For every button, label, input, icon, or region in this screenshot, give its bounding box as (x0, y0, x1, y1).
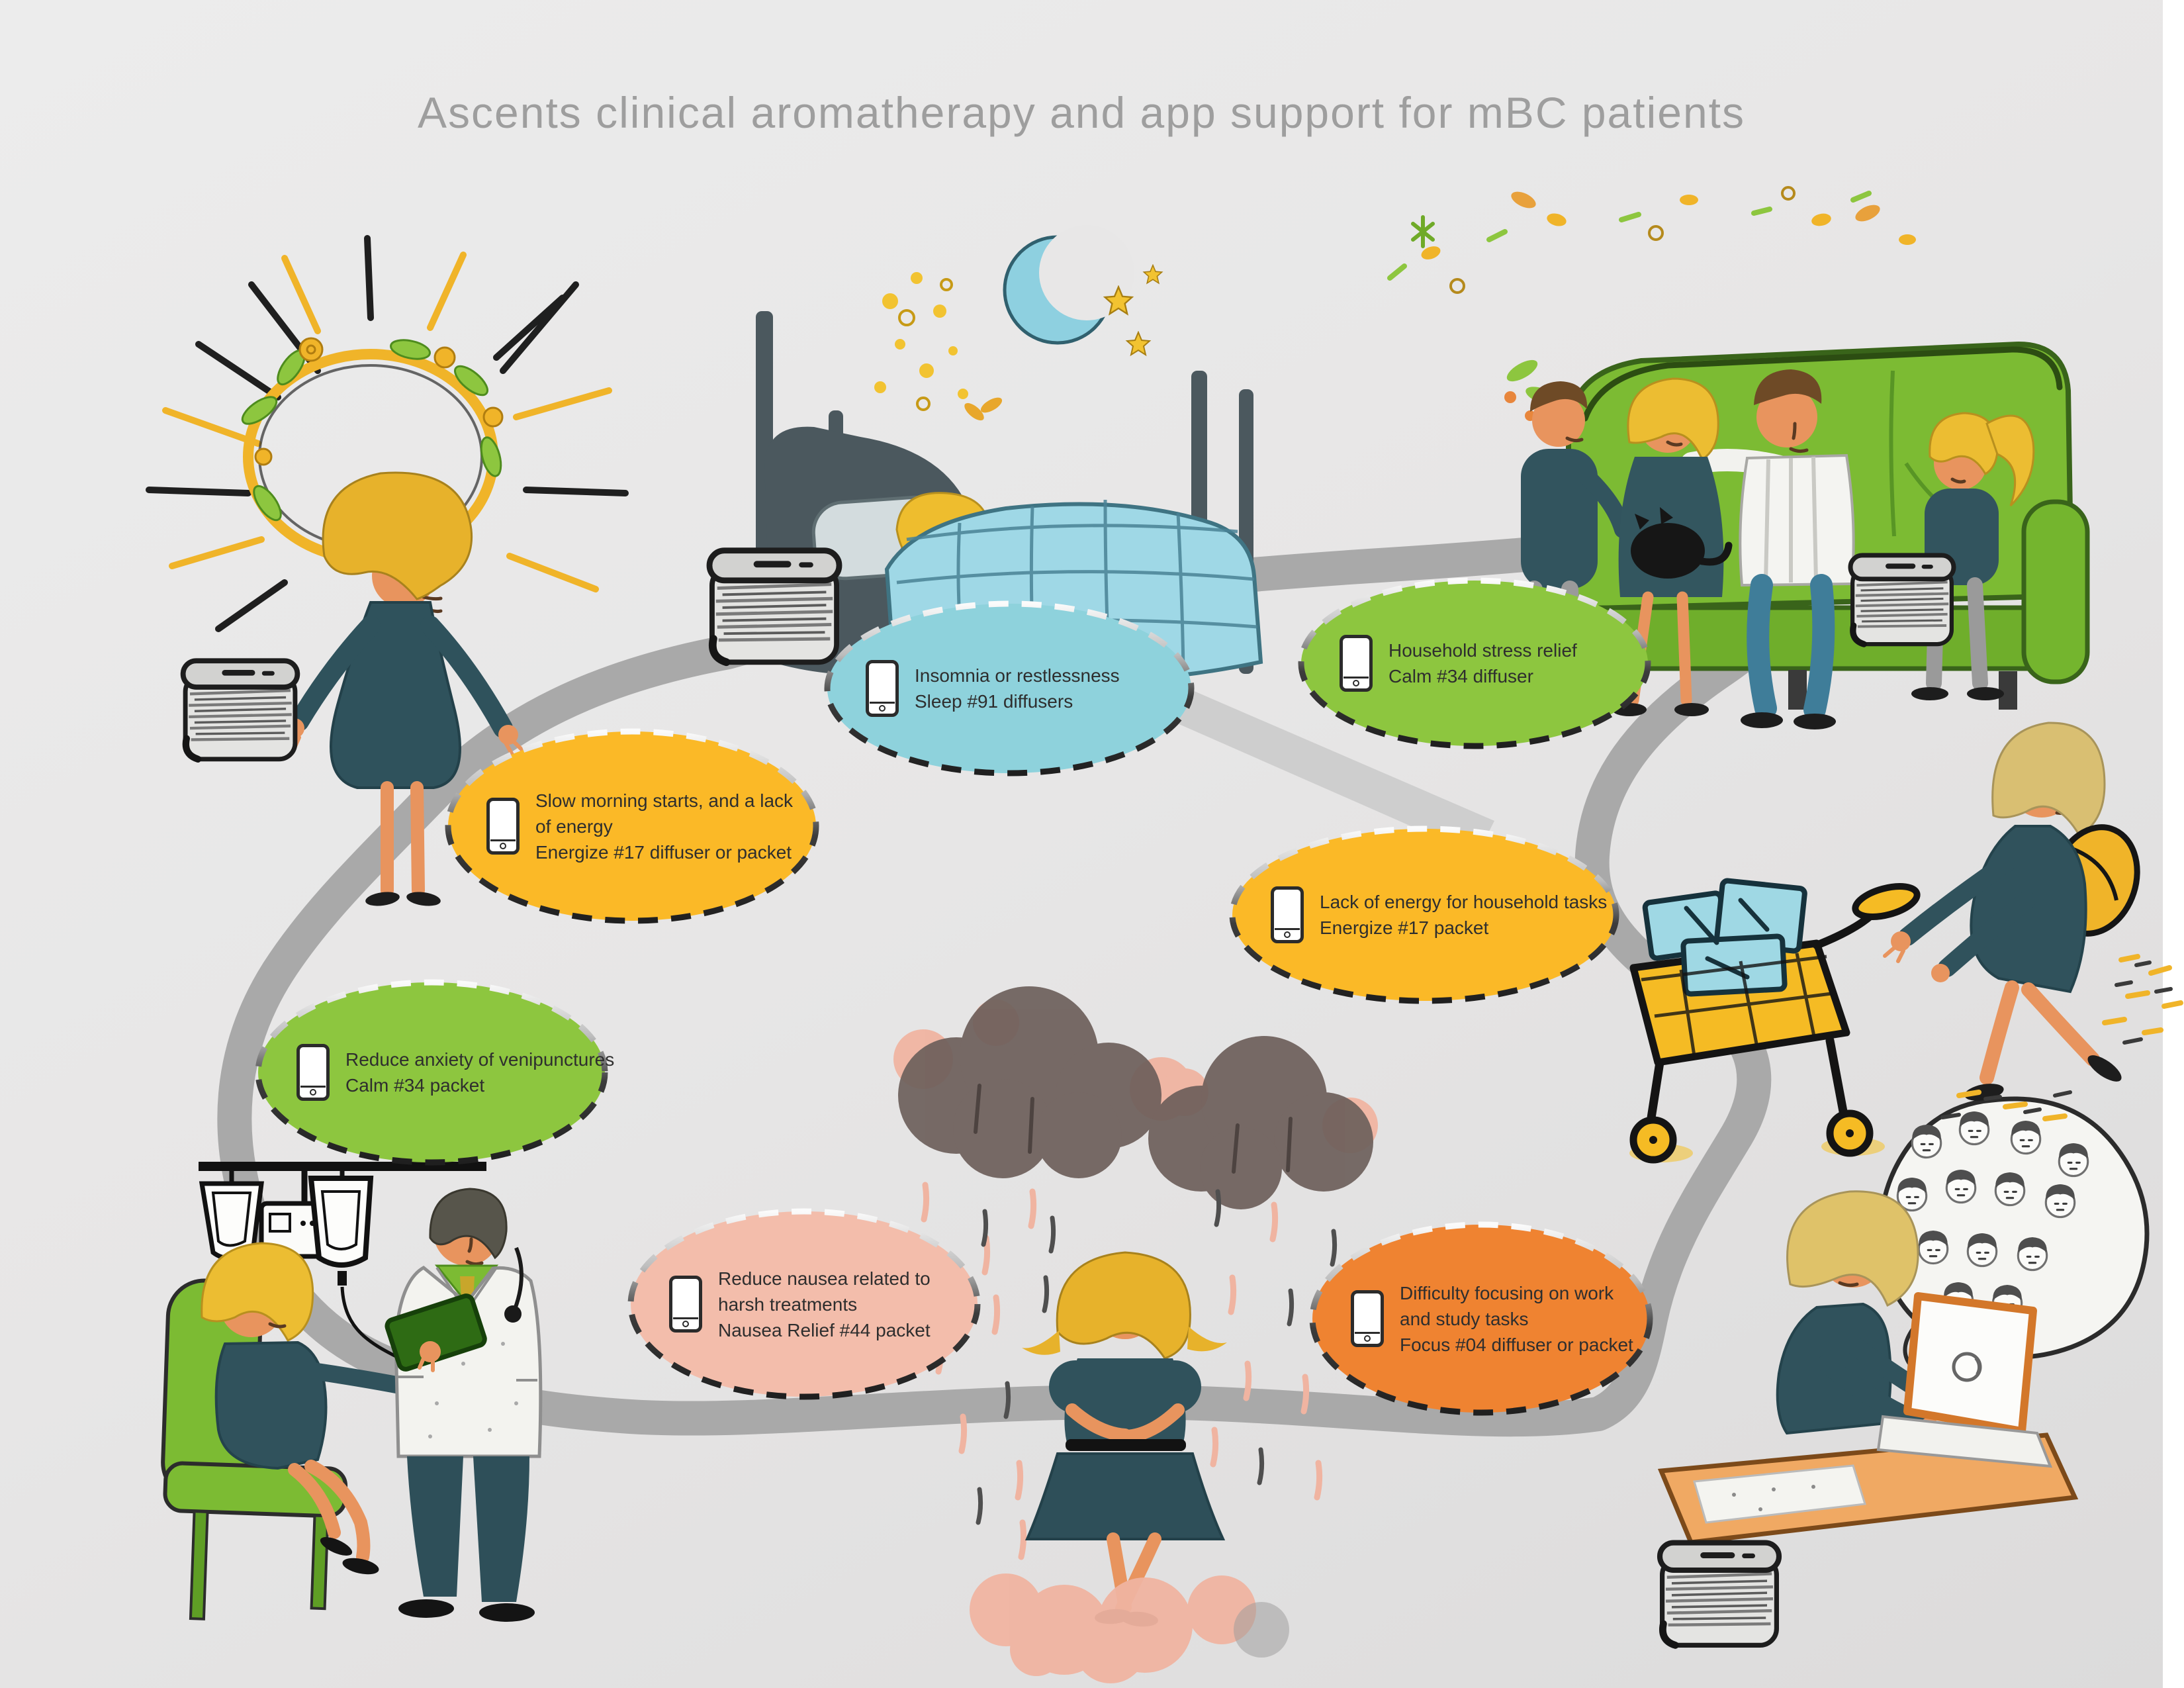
cart-packages (1642, 878, 1807, 997)
rain-clouds (893, 986, 1378, 1209)
mother-with-cat (1612, 377, 1733, 716)
star-icon (1143, 264, 1163, 284)
bubble-nausea-shape (627, 1208, 981, 1400)
star-icon (1126, 332, 1150, 355)
bubble-household-shape (1298, 577, 1651, 749)
bubble-insomnia-text: Insomnia or restlessness Sleep #91 diffu… (915, 663, 1120, 714)
bubble-slow-morning: Slow morning starts, and a lack of energ… (448, 731, 816, 921)
product-label: Sleep #91 diffusers (915, 691, 1073, 712)
product-label: Energize #17 packet (1320, 917, 1489, 938)
scene-focus-desk (1660, 1096, 2150, 1646)
scene-infusion-clinic (161, 1162, 543, 1622)
bubble-focus-text: Difficulty focusing on work and study ta… (1400, 1280, 1633, 1358)
sparkle-trail (1940, 954, 2183, 1121)
smartphone-icon (296, 1044, 330, 1101)
laptop-base (1876, 1415, 2053, 1468)
black-cat (1631, 507, 1733, 579)
product-label: Nausea Relief #44 packet (718, 1319, 931, 1340)
diffuser-device (1850, 555, 1954, 644)
bubble-venipuncture-shape (255, 979, 608, 1166)
bubble-nausea: Reduce nausea related to harsh treatment… (631, 1211, 978, 1397)
laptop-screen (1903, 1292, 2037, 1435)
bubble-insomnia: Insomnia or restlessness Sleep #91 diffu… (827, 604, 1191, 773)
sad-woman (1022, 1251, 1227, 1627)
scene-errands-cart (1629, 722, 2183, 1164)
confetti (1387, 186, 1916, 294)
doctor (385, 1188, 543, 1622)
wreath-flowers (254, 337, 504, 466)
smartphone-icon (1351, 1290, 1384, 1347)
bubble-venipuncture: Reduce anxiety of venipunctures Calm #34… (258, 982, 614, 1162)
bubble-focus: Difficulty focusing on work and study ta… (1312, 1225, 1650, 1413)
smartphone-icon (669, 1276, 702, 1333)
smartphone-icon (1271, 886, 1304, 943)
diffuser-device (183, 661, 298, 759)
sleep-sparkles (874, 272, 968, 399)
product-label: Calm #34 packet (345, 1075, 485, 1096)
product-label: Focus #04 diffuser or packet (1400, 1334, 1633, 1355)
woman-hair (322, 471, 473, 600)
bubble-slow-morning-text: Slow morning starts, and a lack of energ… (535, 788, 793, 865)
energy-rays (146, 235, 629, 632)
bubble-lack-energy-shape (1229, 825, 1619, 1004)
diffuser-device (709, 551, 839, 663)
page-title: Ascents clinical aromatherapy and app su… (418, 88, 1745, 138)
daughter-girl (1911, 412, 2035, 700)
bubble-insomnia-shape (824, 600, 1195, 776)
bubble-nausea-text: Reduce nausea related to harsh treatment… (718, 1266, 931, 1343)
ground-mist (970, 1573, 1256, 1683)
scene-rain-nausea (893, 986, 1378, 1683)
smartphone-icon (866, 660, 899, 717)
smartphone-icon (1340, 635, 1373, 692)
walking-woman (1883, 722, 2140, 1101)
bubble-household-stress: Household stress relief Calm #34 diffuse… (1301, 581, 1648, 746)
wreath-leaves (241, 339, 502, 522)
bubble-shapes (255, 577, 1653, 1416)
herb-sprig (964, 397, 1003, 421)
scene-sleep-bed (709, 225, 1263, 684)
bubble-slow-morning-shape (445, 728, 819, 924)
bubble-household-text: Household stress relief Calm #34 diffuse… (1388, 637, 1577, 689)
smartphone-icon (486, 798, 520, 855)
bubble-lack-energy: Lack of energy for household tasks Energ… (1232, 829, 1616, 1001)
product-label: Energize #17 diffuser or packet (535, 841, 792, 863)
bubble-lack-energy-text: Lack of energy for household tasks Energ… (1320, 889, 1607, 941)
bubble-venipuncture-text: Reduce anxiety of venipunctures Calm #34… (345, 1047, 614, 1098)
product-label: Calm #34 diffuser (1388, 666, 1533, 686)
diffuser-device (1660, 1543, 1779, 1646)
scene-morning-fatigue (146, 235, 629, 906)
bubble-focus-shape (1309, 1221, 1653, 1416)
